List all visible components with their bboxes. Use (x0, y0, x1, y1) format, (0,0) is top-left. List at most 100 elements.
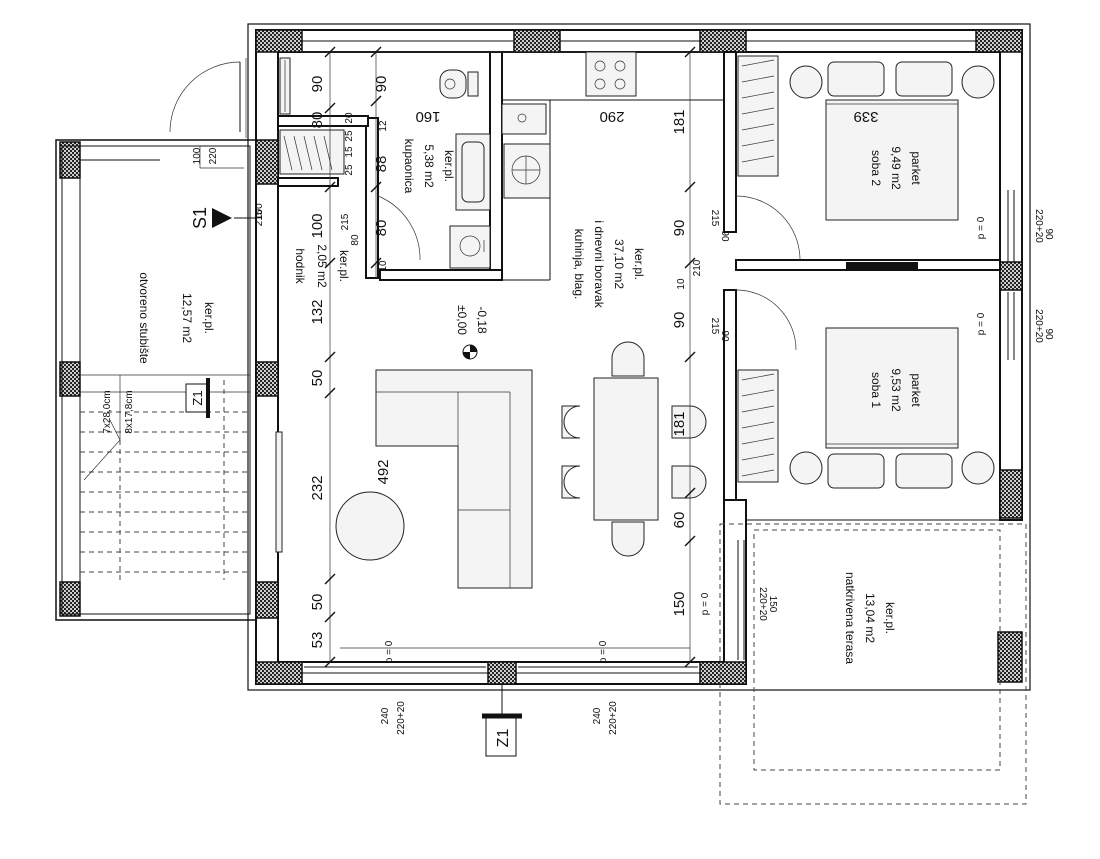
section-label-z1-stair: Z1 (190, 390, 205, 405)
bedroom2-floor: parket (909, 151, 923, 185)
bedroom2-name: soba 2 (869, 150, 883, 186)
bathroom-name: kupaonica (402, 139, 416, 194)
section-marker-z1-stair: Z1 (185, 378, 210, 418)
hallway-floor: ker.pl. (337, 250, 351, 282)
dim-left-7: 50 (309, 594, 326, 611)
dim-right-4: 210 (692, 259, 703, 276)
terrace-area: 13,04 m2 (863, 593, 877, 643)
section-marker-s1: S1 215 100 (190, 203, 265, 229)
stairs-spec-1: 7x28,0cm (102, 390, 113, 433)
window-bed2-sill: p = 0 (976, 216, 987, 239)
dim-left-1: 90 (309, 76, 326, 93)
stairs-spec-2: 8x17,8cm (124, 390, 135, 433)
dim-bath-3: 88 (373, 156, 390, 173)
window-terrace-h: 150 (767, 596, 778, 613)
terrace-name: natkrivena terasa (843, 572, 857, 664)
stair-treads (80, 374, 250, 580)
bedroom-2: soba 2 9,49 m2 parket 215 90 p = 0 220+2… (709, 55, 1054, 262)
dim-left-total: 492 (375, 459, 392, 484)
dim-small-2: 25 (344, 130, 355, 142)
door-bed2-h: 90 (719, 230, 730, 242)
dim-right-7: 60 (671, 512, 688, 529)
columns (59, 29, 1023, 685)
door-top-w: 100 (192, 147, 203, 164)
window-b2-sill: p = 0 (598, 640, 609, 663)
door-bed2-w: 215 (709, 210, 720, 227)
dimension-labels: 90 80 100 132 50 232 50 53 492 90 12 88 … (309, 76, 879, 649)
bathroom-area: 5,38 m2 (422, 144, 436, 188)
stairwell: Z1 7x28,0cm 8x17,8cm otvoreno stubište 1… (55, 58, 257, 621)
window-bed1-h: 90 (1043, 328, 1054, 340)
elevation-bottom: -0,18 (475, 306, 489, 334)
door-bed1-h: 90 (719, 330, 730, 342)
bottom-windows: p = 0 240 220+20 p = 0 240 220+20 (304, 640, 698, 735)
dim-right-8: 150 (671, 591, 688, 616)
stairs-floor: ker.pl. (202, 302, 216, 334)
bathroom: kupaonica 5,38 m2 ker.pl. (402, 69, 547, 269)
bedroom2-area: 9,49 m2 (889, 146, 903, 190)
dim-top-1: 160 (415, 108, 440, 125)
bedroom1-area: 9,53 m2 (889, 368, 903, 412)
door-s1-h: 100 (254, 203, 265, 220)
dim-left-4: 132 (309, 299, 326, 324)
section-label-z1: Z1 (495, 729, 512, 748)
window-bed2-w: 220+20 (1033, 209, 1044, 243)
window-b1-w: 240 (380, 707, 391, 724)
window-b2-h: 220+20 (608, 701, 619, 735)
bedroom1-name: soba 1 (869, 372, 883, 408)
dimension-lines (302, 46, 724, 668)
dim-bath-5: 10 (378, 260, 389, 272)
dim-left-2: 80 (309, 112, 326, 129)
dim-top-2: 290 (599, 108, 624, 125)
door-bed1-w: 215 (709, 318, 720, 335)
door-s1-w: 215 (254, 209, 265, 226)
section-label-s1: S1 (190, 207, 210, 229)
dim-right-5: 90 (671, 312, 688, 329)
dim-small-3: 15 (344, 146, 355, 158)
window-b1-h: 220+20 (396, 701, 407, 735)
window-b1-sill: p = 0 (384, 640, 395, 663)
living-area: 37,10 m2 (612, 239, 626, 289)
dim-right-2: 90 (671, 220, 688, 237)
window-bed1-sill: p = 0 (976, 312, 987, 335)
kitchen (502, 51, 637, 281)
stairs-area: 12,57 m2 (180, 293, 194, 343)
dim-left-5: 50 (309, 370, 326, 387)
terrace: natkrivena terasa 13,04 m2 ker.pl. p = 0… (700, 523, 1027, 805)
dim-small-1: 20 (344, 112, 355, 124)
dim-bath-4: 80 (373, 220, 390, 237)
dim-left-6: 232 (309, 475, 326, 500)
dim-right-3: 10 (676, 278, 687, 290)
window-b2-w: 240 (592, 707, 603, 724)
bathroom-floor: ker.pl. (442, 150, 456, 182)
dim-top-3: 339 (853, 108, 878, 125)
dim-left-3: 100 (309, 213, 326, 238)
living-floor: ker.pl. (632, 248, 646, 280)
dining-chairs (561, 341, 707, 557)
door-top-h: 220 (208, 147, 219, 164)
living-line2: i dnevni boravak (592, 220, 606, 308)
dim-bath-1: 90 (373, 76, 390, 93)
terrace-floor: ker.pl. (883, 602, 897, 634)
hallway-area: 2,05 m2 (315, 244, 329, 288)
window-bed1-w: 220+20 (1033, 309, 1044, 343)
living-line1: kuhinja, blag. (572, 229, 586, 300)
elevation-top: ±0,00 (455, 305, 469, 335)
bedroom-1: soba 1 9,53 m2 parket 215 90 p = 0 220+2… (709, 262, 1054, 489)
window-terrace-sill: p = 0 (700, 592, 711, 615)
dim-bath-2: 12 (378, 120, 389, 132)
door-bath-h: 80 (350, 234, 361, 246)
window-terrace-w: 220+20 (757, 587, 768, 621)
dim-left-8: 53 (309, 632, 326, 649)
section-marker-z1: Z1 (482, 684, 522, 757)
living-room-furniture: ±0,00 -0,18 kuhinja, blag. i dnevni bora… (275, 220, 707, 589)
stairs-name: otvoreno stubište (137, 272, 151, 364)
bedroom1-floor: parket (909, 373, 923, 407)
door-bath-w: 215 (340, 213, 351, 230)
dim-right-6: 181 (671, 411, 688, 436)
hallway-name: hodnik (293, 248, 307, 284)
hallway: hodnik 2,05 m2 ker.pl. 215 80 (279, 57, 421, 288)
window-bed2-h: 90 (1043, 228, 1054, 240)
dim-right-1: 181 (671, 109, 688, 134)
